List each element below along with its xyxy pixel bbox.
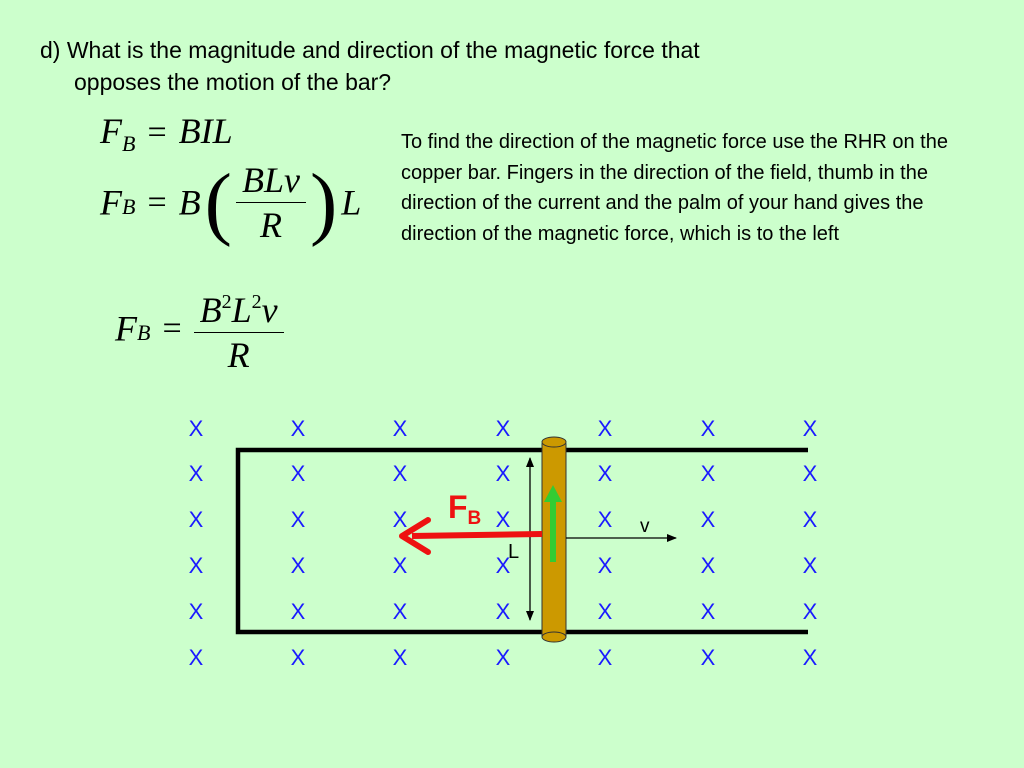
current-arrow: [544, 485, 562, 562]
field-x-mark: X: [496, 416, 511, 441]
eq3-num-v: v: [261, 290, 278, 330]
field-x-mark: X: [701, 553, 716, 578]
field-x-mark: X: [189, 553, 204, 578]
field-x-mark: X: [598, 461, 613, 486]
eq2-fraction-bar: [235, 202, 306, 203]
eq2-left-paren: (: [204, 156, 232, 248]
field-x-mark: X: [291, 599, 306, 624]
field-x-mark: X: [701, 507, 716, 532]
copper-bar-top: [541, 436, 567, 448]
field-x-mark: X: [496, 507, 511, 532]
eq2-lhs-sub: B: [122, 194, 136, 220]
eq2-op: =: [147, 183, 167, 221]
field-x-mark: X: [291, 553, 306, 578]
field-x-mark: X: [598, 553, 613, 578]
eq2-numerator: BLv: [241, 160, 300, 200]
field-x-mark: X: [189, 461, 204, 486]
force-arrow: [399, 517, 543, 555]
eq1-lhs-sub: B: [122, 131, 136, 156]
field-x-mark: X: [598, 599, 613, 624]
eq3-num-b-exp: 2: [221, 291, 232, 313]
eq3-num-l: L: [231, 290, 252, 330]
field-x-mark: X: [291, 461, 306, 486]
field-x-mark: X: [803, 599, 818, 624]
eq3-lhs: F: [115, 308, 137, 349]
field-x-mark: X: [291, 507, 306, 532]
field-x-mark: X: [291, 645, 306, 670]
eq3-op: =: [162, 309, 182, 347]
eq3-fraction: B2L2v R: [193, 282, 284, 375]
eq1-op: =: [147, 114, 167, 151]
field-x-mark: X: [803, 416, 818, 441]
field-x-mark: X: [803, 507, 818, 532]
field-x-mark: X: [393, 553, 408, 578]
eq2-prefix: B: [178, 182, 201, 223]
question-line-2: opposes the motion of the bar?: [74, 69, 392, 95]
question-line-1: d) What is the magnitude and direction o…: [40, 37, 700, 63]
field-x-mark: X: [393, 599, 408, 624]
eq1-lhs: F: [100, 111, 122, 151]
eq3-fraction-bar: [193, 332, 284, 333]
eq2-lhs: F: [100, 182, 122, 223]
field-x-mark: X: [496, 461, 511, 486]
eq2-fraction: BLv R: [235, 160, 306, 245]
equation-3: FB = B2L2v R: [115, 282, 284, 375]
field-x-mark: X: [803, 461, 818, 486]
eq3-denominator: R: [227, 335, 250, 375]
force-label: FB: [448, 489, 481, 529]
field-x-mark: X: [291, 416, 306, 441]
eq1-rhs: BIL: [178, 111, 233, 151]
eq3-num-b: B: [199, 290, 222, 330]
length-label: L: [508, 541, 519, 563]
field-x-mark: X: [393, 507, 408, 532]
force-label-sub: B: [468, 508, 482, 529]
equation-2: FB = B ( BLv R ) L: [100, 160, 361, 245]
field-x-mark: X: [701, 645, 716, 670]
field-x-mark: X: [496, 553, 511, 578]
field-x-mark: X: [393, 416, 408, 441]
field-x-mark: X: [496, 645, 511, 670]
field-x-mark: X: [701, 416, 716, 441]
field-x-mark: X: [803, 553, 818, 578]
field-x-mark: X: [598, 507, 613, 532]
field-x-mark: X: [701, 461, 716, 486]
field-x-mark: X: [189, 416, 204, 441]
field-x-mark: X: [393, 461, 408, 486]
force-label-main: F: [448, 489, 468, 525]
copper-bar-bottom: [541, 631, 567, 643]
field-x-mark: X: [189, 507, 204, 532]
field-x-mark: X: [598, 645, 613, 670]
rail-frame: [235, 447, 808, 635]
field-x-mark: X: [393, 645, 408, 670]
explanation-text: To find the direction of the magnetic fo…: [401, 131, 948, 245]
field-x-mark: X: [598, 416, 613, 441]
eq2-right-paren: ): [309, 156, 338, 248]
eq2-suffix: L: [341, 182, 362, 223]
eq3-num-l-exp: 2: [251, 291, 262, 313]
eq2-denominator: R: [259, 205, 282, 245]
field-x-mark: X: [803, 645, 818, 670]
eq3-lhs-sub: B: [137, 320, 151, 346]
field-x-mark: X: [189, 599, 204, 624]
question-text: d) What is the magnitude and direction o…: [40, 34, 940, 98]
equation-1: FB = BIL: [100, 110, 233, 157]
eq3-numerator: B2L2v: [194, 282, 284, 330]
field-x-mark: X: [189, 645, 204, 670]
field-x-mark: X: [701, 599, 716, 624]
velocity-label: v: [640, 516, 650, 537]
field-x-mark: X: [496, 599, 511, 624]
